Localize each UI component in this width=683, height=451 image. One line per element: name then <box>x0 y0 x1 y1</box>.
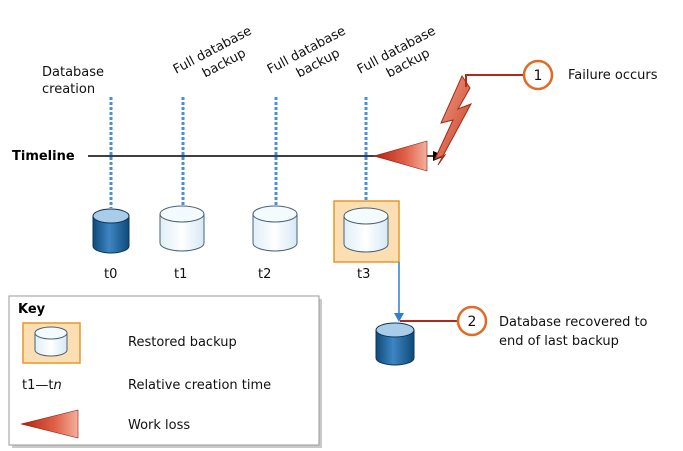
callout-1-number: 1 <box>534 68 543 84</box>
callout-2-text: Database recovered to end of last backup <box>499 315 652 349</box>
callout-2-line1: Database recovered to <box>499 315 648 330</box>
database-t3-icon <box>343 207 389 253</box>
db-creation-line1: Database <box>42 65 104 80</box>
callout-1-leader <box>465 74 524 87</box>
key-restored-database-icon <box>34 326 68 357</box>
time-label-t1: t1 <box>174 267 187 282</box>
database-t0-icon <box>92 208 130 254</box>
recovered-database-icon <box>375 322 415 366</box>
backup-3-label: Full database backup <box>355 22 450 93</box>
event-markers <box>109 97 368 208</box>
key-relative-prefix: t1—t <box>22 378 53 393</box>
key-relative-label: Relative creation time <box>128 378 271 393</box>
backup-2-label: Full database backup <box>265 22 360 93</box>
callout-2-line2: end of last backup <box>499 334 619 349</box>
db-creation-line2: creation <box>42 82 95 97</box>
key-work-loss-label: Work loss <box>128 418 190 433</box>
key-legend: Key Restored backup t1—tn Relative creat… <box>8 295 322 448</box>
backup-1-label: Full database backup <box>171 22 266 93</box>
restore-arrowhead-icon <box>394 313 404 322</box>
db-creation-label: Database creation <box>42 65 108 97</box>
key-relative-symbol: t1—tn <box>22 378 62 393</box>
timeline-label: Timeline <box>12 149 75 164</box>
time-label-t2: t2 <box>258 267 271 282</box>
failure-lightning-icon <box>434 74 473 166</box>
callout-1-circle <box>522 59 554 91</box>
time-label-t3: t3 <box>357 267 370 282</box>
key-work-loss-icon <box>20 409 79 439</box>
callout-2-circle <box>456 305 488 337</box>
time-label-t0: t0 <box>104 267 117 282</box>
database-t2-icon <box>252 205 298 252</box>
key-title: Key <box>18 302 46 317</box>
database-t1-icon <box>159 205 205 252</box>
work-loss-wedge-icon <box>372 140 428 172</box>
key-relative-suffix: n <box>53 378 61 393</box>
key-restored-label: Restored backup <box>128 335 237 350</box>
callout-1-text: Failure occurs <box>568 68 658 83</box>
callout-2-number: 2 <box>468 314 477 330</box>
